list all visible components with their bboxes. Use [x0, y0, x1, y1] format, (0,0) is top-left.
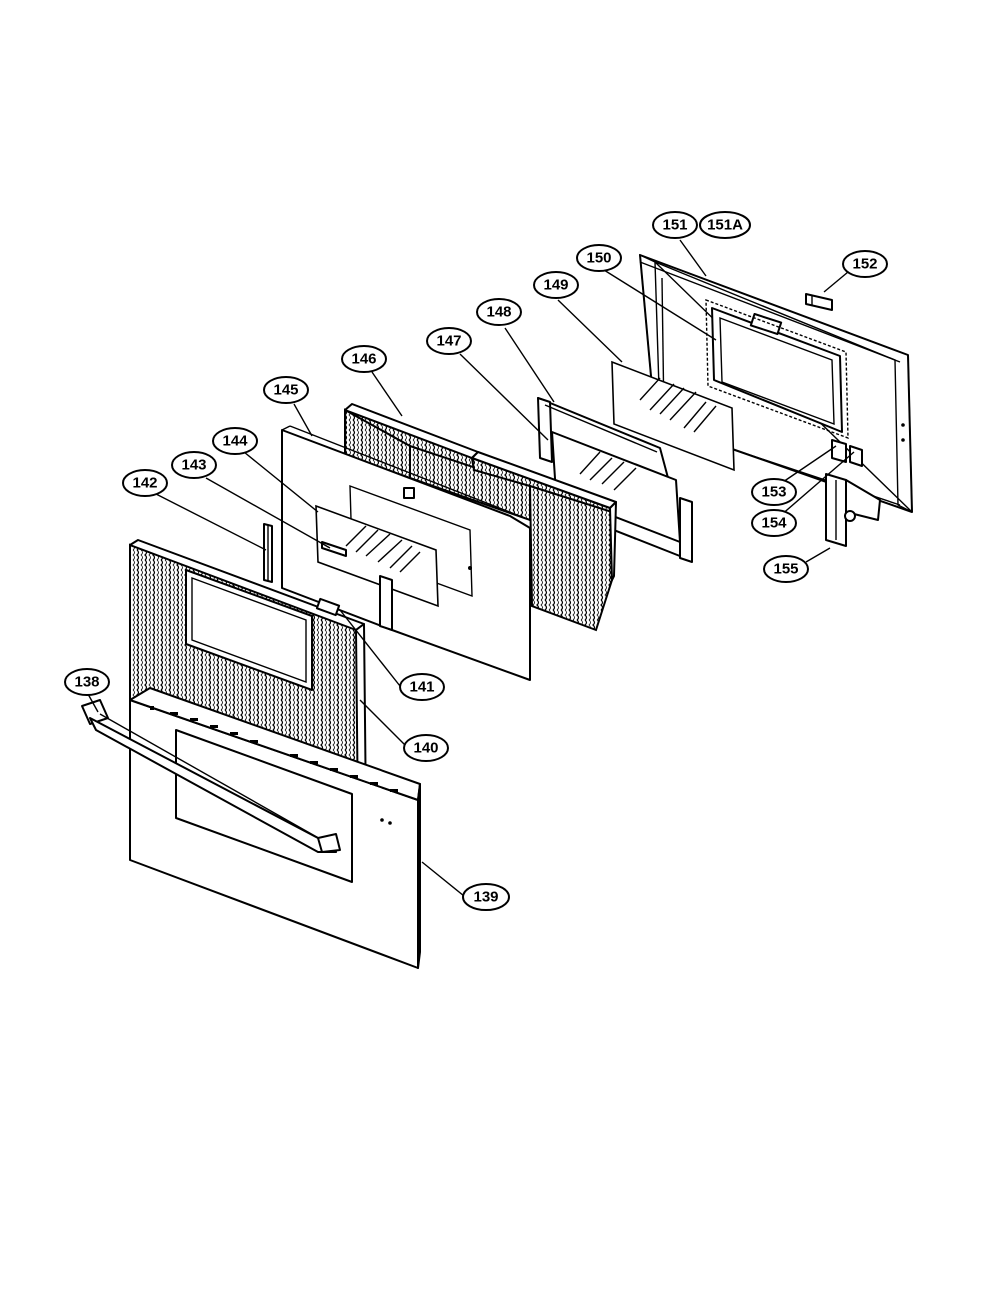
- callout-143: 143: [171, 451, 217, 479]
- part-151-rear-frame: [639, 253, 913, 513]
- callout-154-label: 154: [761, 515, 787, 532]
- part-152-clip: [805, 293, 833, 311]
- callout-145: 145: [263, 376, 309, 404]
- part-143-glass-bracket: [321, 541, 393, 631]
- part-155-hinge: [825, 473, 881, 547]
- part-142-side-bracket: [263, 523, 273, 583]
- callout-152-label: 152: [852, 256, 877, 273]
- callout-149-label: 149: [543, 277, 568, 294]
- callout-138-label: 138: [74, 674, 99, 691]
- callout-151-label: 151: [662, 217, 687, 234]
- callout-151: 151: [652, 211, 698, 239]
- callout-140-label: 140: [413, 740, 438, 757]
- callout-149: 149: [533, 271, 579, 299]
- callouts: 138 139 140 141 142 143 144 145: [64, 211, 888, 911]
- callout-139-label: 139: [473, 889, 498, 906]
- callout-142: 142: [122, 469, 168, 497]
- callout-155-label: 155: [773, 561, 798, 578]
- callout-151a: 151A: [699, 211, 751, 239]
- callout-153-label: 153: [761, 484, 786, 501]
- callout-153: 153: [751, 478, 797, 506]
- callout-147: 147: [426, 327, 472, 355]
- part-148-glass-frame: [537, 397, 693, 563]
- callout-146-label: 146: [351, 351, 376, 368]
- callout-140: 140: [403, 734, 449, 762]
- part-144-window-glass: [315, 504, 439, 608]
- callout-141-label: 141: [409, 679, 434, 696]
- callout-154: 154: [751, 509, 797, 537]
- part-147-glass: [579, 451, 637, 491]
- callout-150: 150: [576, 244, 622, 272]
- part-139-outer-door: [129, 687, 421, 969]
- callout-152: 152: [842, 250, 888, 278]
- callout-145-label: 145: [273, 382, 298, 399]
- callout-150-label: 150: [586, 250, 611, 267]
- callout-147-label: 147: [436, 333, 461, 350]
- callout-139: 139: [462, 883, 510, 911]
- callout-148: 148: [476, 298, 522, 326]
- part-146-rear-insulation: [344, 403, 617, 632]
- callout-151a-label: 151A: [707, 217, 743, 234]
- part-138-handle: [81, 699, 341, 853]
- callout-143-label: 143: [181, 457, 206, 474]
- part-141-insulation-clip: [315, 597, 341, 617]
- leader-lines: [87, 239, 855, 897]
- callout-144-label: 144: [222, 433, 248, 450]
- part-149-inner-glass: [611, 360, 735, 472]
- callout-138: 138: [64, 668, 110, 696]
- callout-144: 144: [212, 427, 258, 455]
- callout-141: 141: [399, 673, 445, 701]
- callout-148-label: 148: [486, 304, 511, 321]
- callout-142-label: 142: [132, 475, 157, 492]
- part-150-gasket: [705, 298, 849, 440]
- callout-155: 155: [763, 555, 809, 583]
- callout-146: 146: [341, 345, 387, 373]
